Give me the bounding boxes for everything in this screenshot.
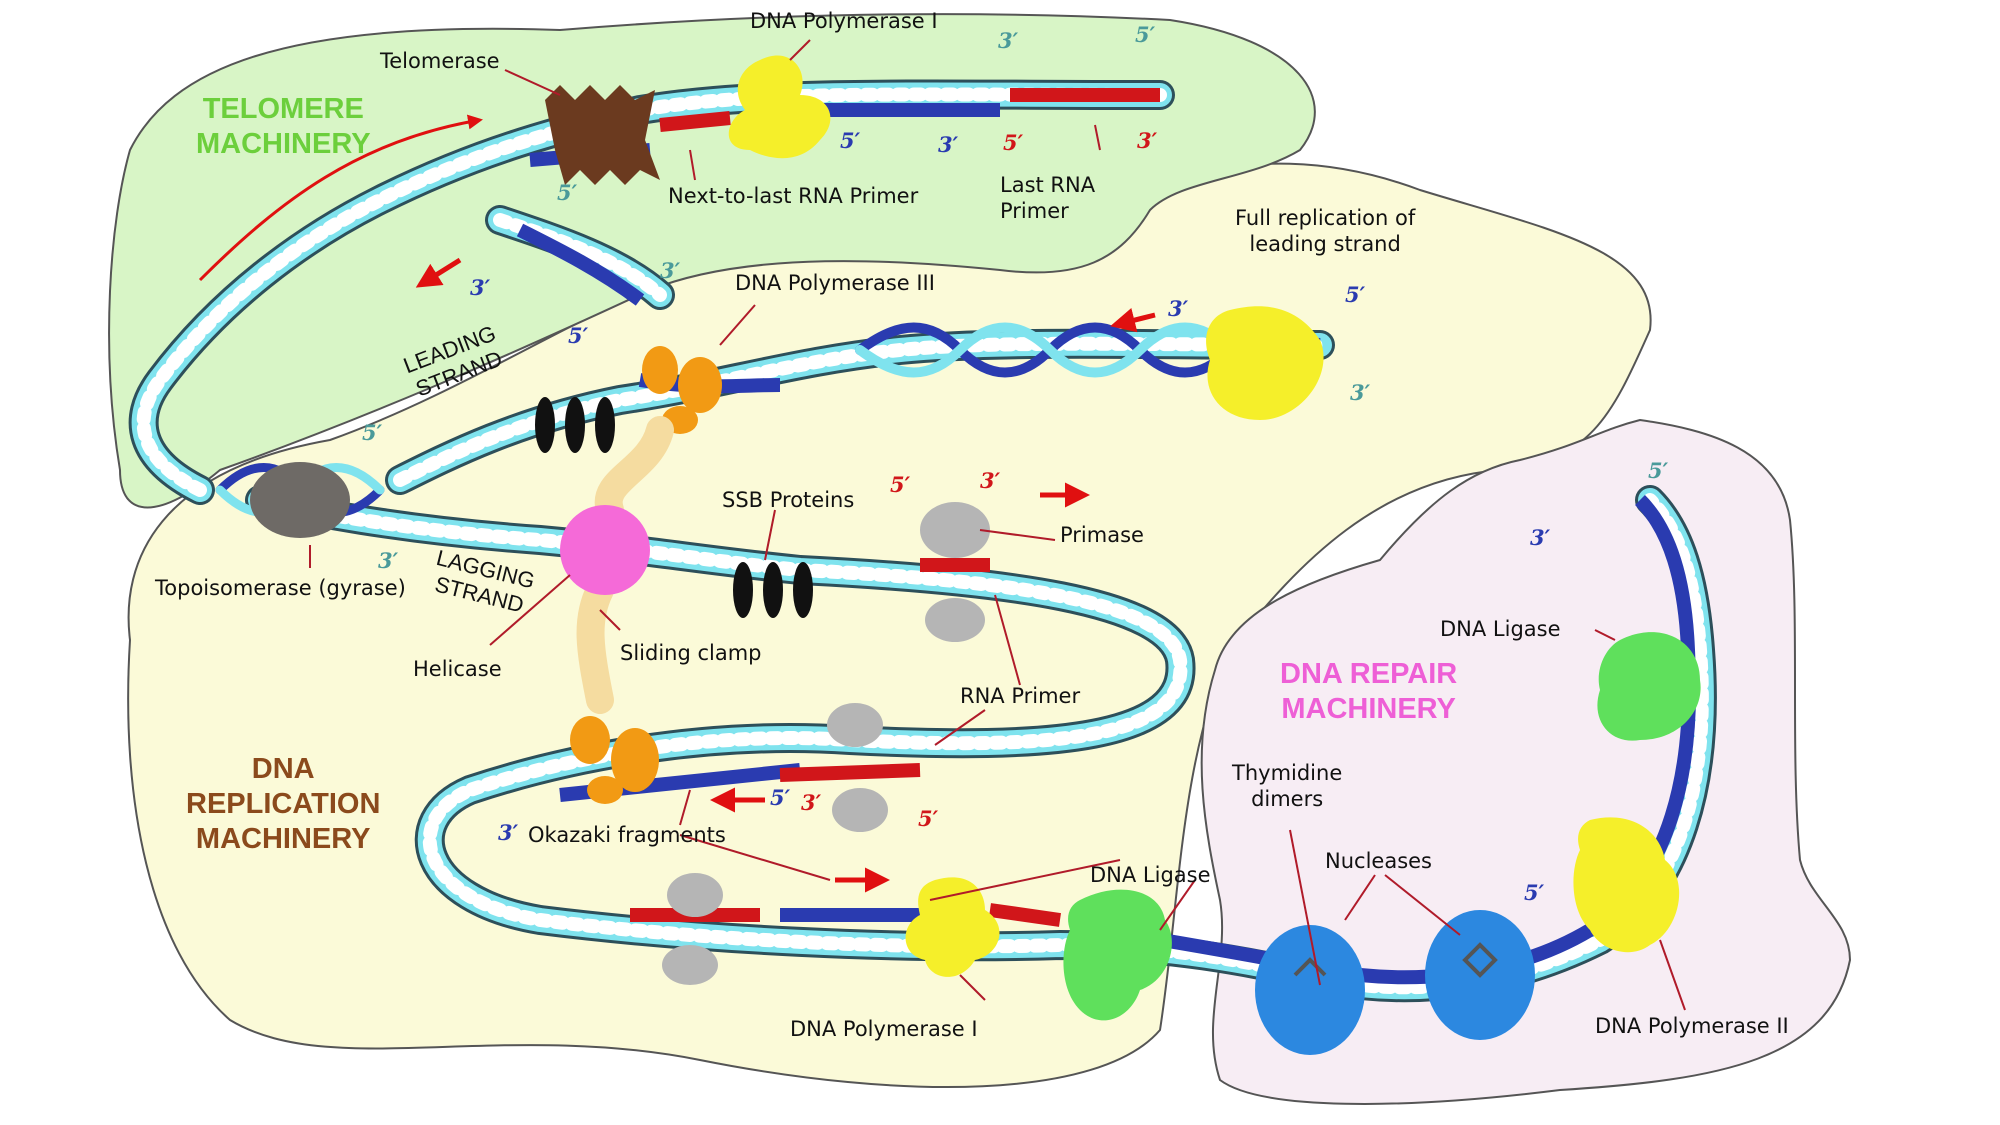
- okazaki-fragments-label: Okazaki fragments: [528, 823, 726, 847]
- full-replication-label: Full replication of leading strand: [1235, 206, 1416, 257]
- nucleases-label: Nucleases: [1325, 849, 1432, 873]
- thymidine-dimers: [1293, 942, 1498, 978]
- leader-lines: [309, 39, 1686, 1011]
- repair-machinery-title: DNA REPAIR MACHINERY: [1280, 658, 1458, 725]
- end-marker: 5′: [840, 128, 861, 153]
- dna-polymerase-1-bottom-label: DNA Polymerase I: [790, 1017, 978, 1041]
- dna-polymerase-1-top-shape: [728, 55, 831, 159]
- helicase-shape: [560, 505, 650, 595]
- end-marker: 3′: [470, 275, 491, 300]
- dna-polymerase-2-shape: [1573, 817, 1680, 953]
- end-marker: 3′: [1350, 380, 1371, 405]
- dna-ligase-right-shape: [1597, 632, 1701, 741]
- end-marker: 3′: [980, 468, 1001, 493]
- end-marker: 5′: [890, 472, 911, 497]
- rna-primer-label: RNA Primer: [960, 684, 1081, 708]
- dna-polymerase-3-label: DNA Polymerase III: [735, 271, 935, 295]
- end-marker: 3′: [1168, 296, 1189, 321]
- sliding-clamp-shape: [576, 416, 674, 714]
- end-marker: 5′: [557, 180, 578, 205]
- dna-polymerase-1-bottom-shape: [905, 877, 1000, 977]
- end-marker: 5′: [1135, 22, 1156, 47]
- end-marker: 3′: [938, 132, 959, 157]
- rna-primers: [630, 88, 1160, 927]
- topoisomerase-label: Topoisomerase (gyrase): [155, 576, 406, 600]
- telomere-machinery-title: TELOMERE MACHINERY: [196, 93, 371, 160]
- dna-ligase-right-label: DNA Ligase: [1440, 617, 1561, 641]
- end-marker: 5′: [1524, 880, 1545, 905]
- end-marker: 5′: [568, 323, 589, 348]
- thymidine-dimers-label: Thymidine dimers: [1232, 761, 1343, 812]
- end-marker: 3′: [998, 28, 1019, 53]
- dna-polymerase-1-top-label: DNA Polymerase I: [750, 9, 938, 33]
- end-marker: 5′: [1003, 130, 1024, 155]
- end-marker: 3′: [1137, 128, 1158, 153]
- end-marker: 5′: [770, 785, 791, 810]
- dna-ligase-bottom-label: DNA Ligase: [1090, 863, 1211, 887]
- telomerase-shape: [545, 85, 660, 185]
- ssb-proteins-label: SSB Proteins: [722, 488, 855, 512]
- end-marker: 5′: [918, 806, 939, 831]
- end-marker: 3′: [1530, 525, 1551, 550]
- dna-polymerase-3-full-replication-shape: [1206, 306, 1324, 420]
- sliding-clamp-label: Sliding clamp: [620, 641, 762, 665]
- direction-arrows: [198, 114, 1156, 893]
- end-marker: 3′: [660, 258, 681, 283]
- primase-shapes: [662, 502, 990, 985]
- end-marker: 5′: [1648, 458, 1669, 483]
- primase-label: Primase: [1060, 523, 1144, 547]
- next-to-last-rna-primer-label: Next-to-last RNA Primer: [668, 184, 919, 208]
- topoisomerase-shape: [250, 462, 350, 538]
- helicase-label: Helicase: [413, 657, 502, 681]
- dna-polymerase-2-label: DNA Polymerase II: [1595, 1014, 1789, 1038]
- telomerase-label: Telomerase: [380, 49, 500, 73]
- last-rna-primer-label: Last RNA Primer: [1000, 173, 1096, 224]
- dna-ligase-bottom-shape: [1063, 889, 1172, 1021]
- replication-machinery-title: DNA REPLICATION MACHINERY: [186, 753, 381, 855]
- end-marker: 3′: [498, 820, 519, 845]
- end-marker: 5′: [1345, 282, 1366, 307]
- ssb-proteins-shapes: [535, 397, 813, 618]
- dna-polymerase-3-shapes: [570, 346, 722, 804]
- end-marker: 5′: [362, 420, 383, 445]
- end-marker: 3′: [801, 790, 822, 815]
- end-marker: 3′: [378, 548, 399, 573]
